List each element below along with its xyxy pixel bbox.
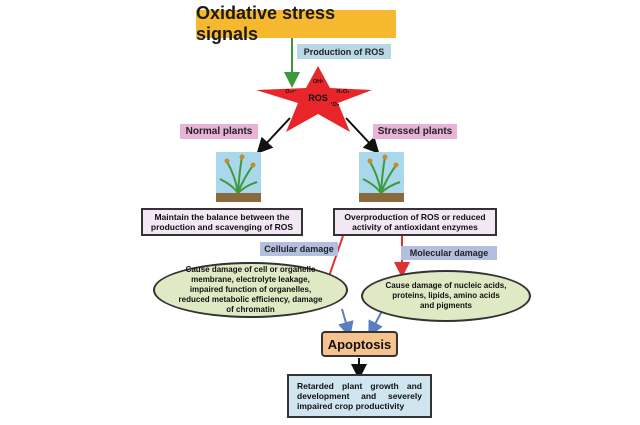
stressed-outcome-box: Overproduction of ROS or reduced activit… <box>333 208 497 236</box>
ros-oh: OH• <box>313 79 323 85</box>
final-outcome-box: Retarded plant growth and development an… <box>287 374 432 418</box>
normal-plants-label: Normal plants <box>180 124 258 139</box>
arrow-cellular-to-apoptosis <box>338 308 354 338</box>
cellular-damage-ellipse: Cause damage of cell or organelle membra… <box>153 262 348 318</box>
ros-star-center: ROS <box>308 93 328 103</box>
cellular-damage-label: Cellular damage <box>260 242 338 256</box>
molecular-damage-ellipse: Cause damage of nucleic acids, proteins,… <box>361 270 531 322</box>
production-of-ros-label: Production of ROS <box>297 44 391 59</box>
normal-plant-image <box>216 152 261 202</box>
normal-outcome-box: Maintain the balance between the product… <box>141 208 303 236</box>
ros-singlet: ¹O₂ <box>331 101 340 108</box>
diagram-title: Oxidative stress signals <box>196 3 396 44</box>
arrow-ros-to-stressed <box>345 117 380 154</box>
arrow-ros-to-normal <box>256 117 291 154</box>
apoptosis-box: Apoptosis <box>321 331 398 357</box>
stressed-plants-label: Stressed plants <box>373 124 457 139</box>
molecular-damage-label: Molecular damage <box>401 246 497 260</box>
stressed-plant-image <box>359 152 404 202</box>
ros-h2o2: H₂O₂ <box>336 89 350 95</box>
ros-star <box>256 66 372 132</box>
ros-o2: O₂•⁻ <box>285 89 297 95</box>
